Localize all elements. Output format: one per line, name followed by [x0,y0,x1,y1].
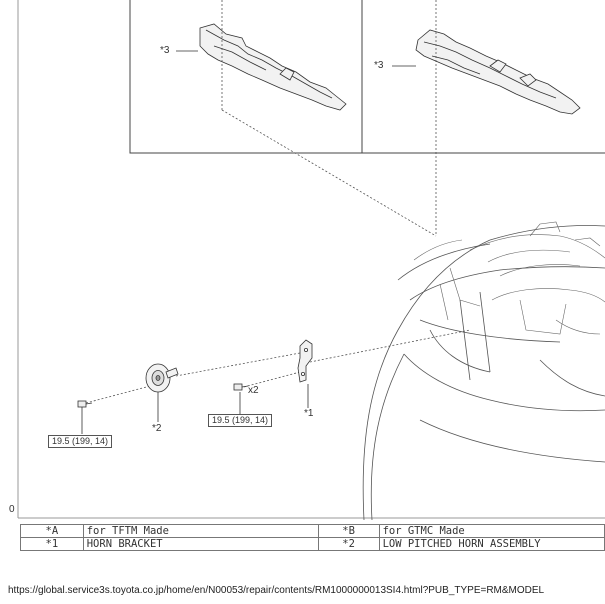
torque-spec-left: 19.5 (199, 14) [48,435,113,448]
inset-box-b [361,0,605,154]
legend-key: *B [317,524,380,538]
radiator-cover-right [415,29,581,115]
callout-bracket: *1 [304,408,314,419]
engine-bay-detail [413,221,605,335]
page-url: https://global.service3s.toyota.co.jp/ho… [8,585,545,596]
callout-cover-left: *3 [160,45,170,56]
bolt-center [233,383,249,391]
callout-bolt-qty: x2 [248,385,259,396]
legend-desc: for TFTM Made [82,524,319,538]
dashed-guide-lines [85,0,471,404]
callout-cover-right: *3 [374,60,384,71]
radiator-cover-left [199,23,347,111]
legend-desc: LOW PITCHED HORN ASSEMBLY [378,537,605,551]
legend-table: *A for TFTM Made *B for GTMC Made *1 HOR… [20,524,605,551]
legend-key: *A [20,524,84,538]
torque-spec-center: 19.5 (199, 14) [208,414,273,427]
horn-part [145,363,179,393]
legend-row: *A for TFTM Made *B for GTMC Made [20,524,605,538]
legend-desc: HORN BRACKET [82,537,319,551]
legend-desc: for GTMC Made [378,524,605,538]
vehicle-front-outline [362,225,605,521]
horn-bracket-part [297,339,313,383]
inset-box-a [129,0,363,154]
callout-horn: *2 [152,423,162,434]
legend-row: *1 HORN BRACKET *2 LOW PITCHED HORN ASSE… [20,537,605,551]
legend-key: *1 [20,537,84,551]
legend-key: *2 [317,537,380,551]
figure-id: 0 [9,504,15,515]
